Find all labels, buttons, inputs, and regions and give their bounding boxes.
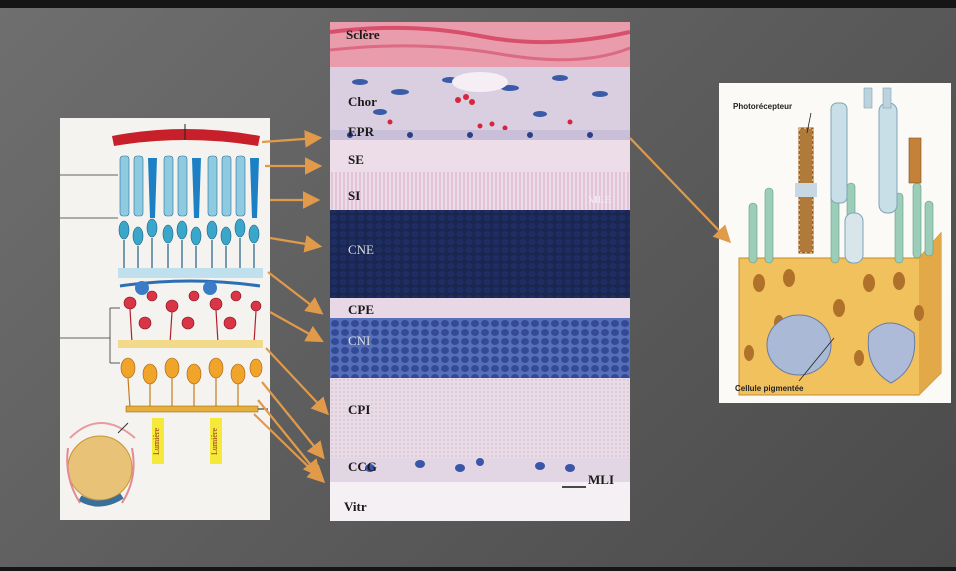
label-epr: EPR [348, 124, 374, 140]
lumiere-label-right: Lumière [210, 418, 222, 464]
label-cne: CNE [348, 242, 374, 258]
retina-schematic: Lumière Lumière [60, 118, 270, 520]
histology-section: Sclère Chor EPR SE SI MLE CNE CPE CNI CP… [330, 22, 630, 521]
label-mli: MLI [588, 472, 614, 488]
bottom-bar [0, 567, 956, 571]
label-cpe: CPE [348, 302, 374, 318]
label-cni: CNI [348, 333, 370, 349]
label-cellule-pigmentee: Cellule pigmentée [735, 384, 803, 393]
photoreceptor-drawing [719, 83, 951, 403]
label-se: SE [348, 152, 364, 168]
label-mle: MLE [588, 194, 611, 206]
label-si: SI [348, 188, 360, 204]
label-vitr: Vitr [344, 499, 367, 515]
label-cpi: CPI [348, 402, 370, 418]
label-photorecepteur: Photorécepteur [733, 102, 792, 111]
photoreceptor-illustration: Photorécepteur Cellule pigmentée [719, 83, 951, 403]
top-bar [0, 0, 956, 8]
label-ccg: CCG [348, 459, 377, 475]
lumiere-label-left: Lumière [152, 418, 164, 464]
retina-schematic-drawing [60, 118, 270, 520]
label-chor: Chor [348, 94, 377, 110]
label-sclere: Sclère [346, 27, 380, 43]
